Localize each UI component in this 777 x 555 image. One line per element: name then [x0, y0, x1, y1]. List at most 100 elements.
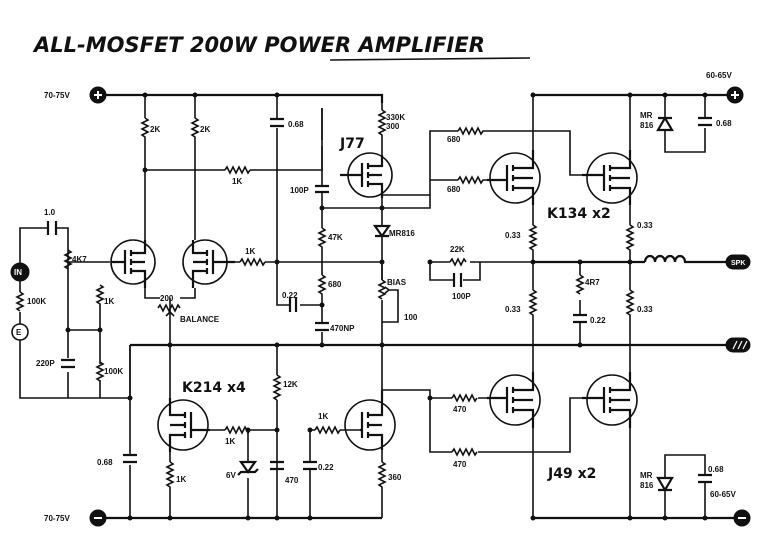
label-input: IN	[14, 268, 22, 277]
label-100p-fb: 100P	[452, 292, 471, 301]
cap-470	[270, 460, 284, 471]
label-speaker: SPK	[731, 260, 745, 267]
resistor-4k7-input	[63, 249, 73, 270]
label-1k-diff: 1K	[245, 247, 255, 256]
label-470-b: 470	[453, 460, 467, 469]
label-033-d: 0.33	[637, 305, 653, 314]
label-068-tr: 0.68	[716, 119, 732, 128]
terminal-speaker[interactable]: SPK	[725, 254, 751, 270]
label-033-c: 0.33	[505, 305, 521, 314]
diode-mr816-top	[656, 115, 674, 132]
resistor-360	[377, 461, 387, 488]
resistor-033-b	[625, 224, 635, 255]
inductor-output	[643, 254, 690, 264]
resistor-470-a	[451, 393, 478, 403]
label-2k-b: 2K	[200, 125, 210, 134]
label-mr816-bot-num: 816	[640, 481, 654, 490]
resistor-47k	[317, 227, 327, 250]
input-wiring	[19, 227, 131, 399]
label-1k-low2: 1K	[225, 437, 235, 446]
terminal-ground[interactable]	[725, 337, 751, 353]
label-47k: 47K	[328, 233, 343, 242]
cap-068-br	[698, 473, 712, 484]
terminal-neg-right[interactable]	[733, 509, 751, 527]
output-top-wiring	[429, 95, 706, 372]
cap-022-low	[303, 460, 317, 471]
label-300: 300	[386, 122, 400, 131]
cap-100p	[315, 184, 329, 194]
terminal-input[interactable]: IN	[10, 262, 30, 282]
diode-mr816-vas	[372, 224, 392, 238]
label-bias-value: 100	[404, 313, 418, 322]
resistor-1k-low	[165, 461, 175, 488]
resistor-12k	[272, 374, 282, 401]
cap-input	[46, 221, 58, 235]
terminal-pos-left[interactable]	[89, 86, 107, 104]
label-pos-left: 70-75V	[44, 91, 70, 100]
label-022-low: 0.22	[318, 463, 334, 472]
label-022-mid: 0.22	[282, 291, 298, 300]
label-068-br: 0.68	[708, 465, 724, 474]
resistor-330k	[377, 109, 387, 140]
diode-mr816-bot	[656, 476, 674, 493]
label-1k-low: 1K	[176, 475, 186, 484]
mosfet-k214-b	[344, 390, 396, 451]
terminal-pos-right[interactable]	[726, 86, 744, 104]
label-balance: BALANCE	[180, 315, 220, 324]
zener-6v	[237, 460, 259, 476]
resistor-1k-fb	[224, 165, 251, 175]
resistor-033-a	[528, 224, 538, 255]
pot-balance[interactable]	[157, 303, 181, 318]
resistor-2k-b	[190, 117, 200, 142]
schematic-title: ALL-MOSFET 200W POWER AMPLIFIER	[32, 33, 485, 57]
lower-wiring	[129, 345, 582, 518]
label-neg-right: 60-65V	[710, 490, 736, 499]
mosfet-j77	[340, 152, 393, 198]
label-680-g2: 680	[447, 185, 461, 194]
mosfet-k214-a	[157, 398, 210, 452]
cap-100p-fb	[452, 273, 463, 287]
label-4r7: 4R7	[585, 278, 600, 287]
resistor-22k	[449, 257, 467, 267]
resistor-1k-low3	[314, 425, 341, 435]
label-068-bl: 0.68	[97, 458, 113, 467]
label-100k-input: 100K	[27, 297, 46, 306]
label-pos-right: 60-65V	[706, 71, 732, 80]
junction-dots	[65, 92, 708, 521]
label-k214: K214 x4	[182, 380, 246, 396]
label-6v: 6V	[226, 471, 236, 480]
label-neg-left: 70-75V	[44, 514, 70, 523]
output-bottom-wiring	[532, 428, 706, 518]
cap-068-bl	[123, 453, 137, 464]
label-4k7-input: 4K7	[72, 255, 87, 264]
label-k134: K134 x2	[547, 206, 611, 222]
label-1k-fb: 1K	[232, 177, 242, 186]
mosfet-j49-b	[582, 372, 638, 428]
label-balance-value: 200	[160, 294, 174, 303]
terminal-ground-in[interactable]: E	[11, 323, 29, 341]
resistor-1k-a	[95, 284, 105, 320]
label-100k-b: 100K	[104, 367, 123, 376]
cap-022-mid	[288, 298, 298, 312]
label-j49: J49 x2	[547, 466, 596, 482]
label-1k-low3: 1K	[318, 412, 328, 421]
label-mr816-bot: MR	[640, 471, 653, 480]
label-cap-input: 1.0	[44, 208, 56, 217]
resistor-4r7	[575, 274, 585, 295]
pot-bias[interactable]	[377, 279, 399, 323]
label-ground-in: E	[16, 328, 22, 337]
title-underline	[329, 57, 531, 61]
label-100p: 100P	[290, 186, 309, 195]
label-12k: 12K	[283, 380, 298, 389]
mosfet-diff-left	[110, 239, 156, 288]
cap-068-tr	[698, 116, 712, 127]
mosfet-diff-right	[182, 239, 235, 288]
resistor-470-b	[451, 447, 478, 457]
rail-positive-left	[95, 93, 384, 103]
resistor-680-mid	[317, 274, 327, 300]
label-360: 360	[388, 473, 402, 482]
terminal-neg-left[interactable]	[89, 509, 107, 527]
resistor-033-d	[625, 289, 635, 320]
label-mr816-vas: MR816	[389, 229, 415, 238]
